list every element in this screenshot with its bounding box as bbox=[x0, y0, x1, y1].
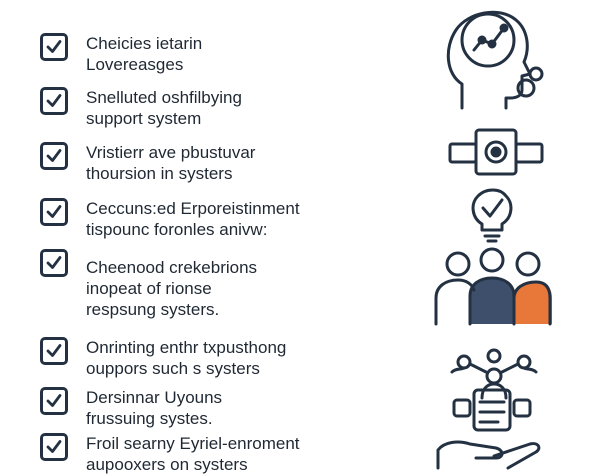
network-people-icon bbox=[450, 348, 538, 400]
checkmark-icon bbox=[46, 94, 62, 107]
head-analytics-icon bbox=[446, 10, 544, 110]
checkmark-icon bbox=[46, 205, 62, 218]
checkbox[interactable] bbox=[40, 249, 68, 277]
checkbox[interactable] bbox=[40, 142, 68, 170]
team-people-icon bbox=[434, 247, 552, 326]
gear-device-icon bbox=[448, 128, 544, 176]
checkbox[interactable] bbox=[40, 387, 68, 415]
checkbox[interactable] bbox=[40, 337, 68, 365]
hand-support-icon bbox=[436, 388, 541, 470]
checkbox[interactable] bbox=[40, 33, 68, 61]
checkmark-icon bbox=[46, 344, 62, 357]
checkmark-icon bbox=[46, 394, 62, 407]
checkmark-icon bbox=[46, 256, 62, 269]
checkmark-icon bbox=[46, 440, 62, 453]
checkbox[interactable] bbox=[40, 87, 68, 115]
checkmark-icon bbox=[46, 40, 62, 53]
lightbulb-check-icon bbox=[471, 188, 513, 243]
checkbox[interactable] bbox=[40, 433, 68, 461]
checkmark-icon bbox=[46, 149, 62, 162]
checkbox[interactable] bbox=[40, 198, 68, 226]
